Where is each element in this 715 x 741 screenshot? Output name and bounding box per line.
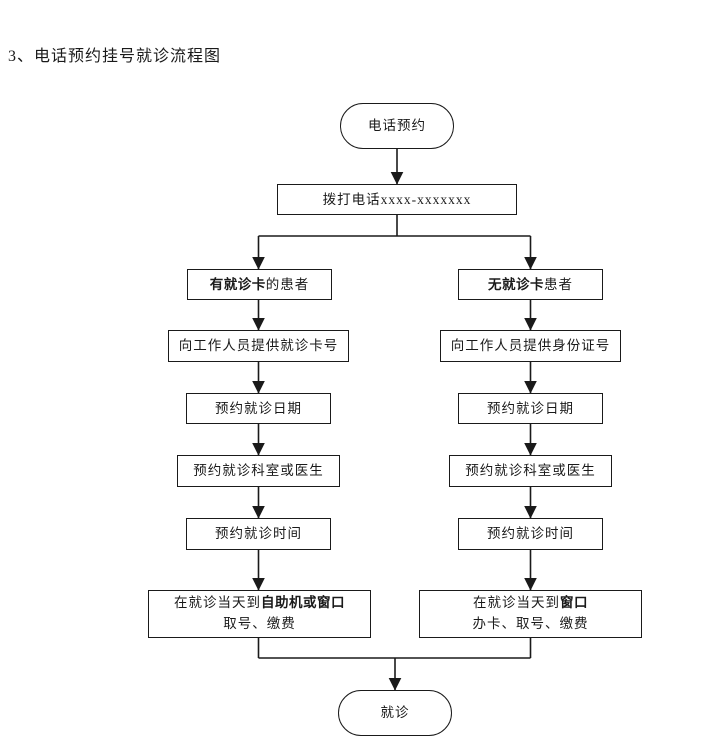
right-final-prefix: 在就诊当天到 [473, 595, 560, 611]
node-right-final-window: 在就诊当天到窗口 办卡、取号、缴费 [419, 590, 642, 638]
node-right-book-time: 预约就诊时间 [458, 518, 603, 550]
node-end-visit: 就诊 [338, 690, 452, 736]
node-left-book-time: 预约就诊时间 [186, 518, 331, 550]
left-final-bold: 自助机或窗口 [261, 595, 345, 611]
node-left-final-self-machine-window: 在就诊当天到自助机或窗口 取号、缴费 [148, 590, 371, 638]
node-start-phone-appointment: 电话预约 [340, 103, 454, 149]
node-right-book-dept-doctor: 预约就诊科室或医生 [449, 455, 612, 487]
right-final-bold: 窗口 [560, 595, 588, 611]
node-right-book-date: 预约就诊日期 [458, 393, 603, 424]
left-final-line1: 在就诊当天到自助机或窗口 [174, 593, 345, 614]
left-header-rest: 的患者 [265, 276, 310, 292]
node-left-has-card-patient: 有就诊卡的患者 [187, 269, 332, 300]
right-header-bold: 无就诊卡 [488, 276, 544, 292]
node-right-provide-id-number: 向工作人员提供身份证号 [440, 330, 621, 362]
node-left-book-date: 预约就诊日期 [186, 393, 331, 424]
left-final-prefix: 在就诊当天到 [174, 595, 261, 611]
right-header-rest: 患者 [544, 276, 573, 292]
page-title: 3、电话预约挂号就诊流程图 [8, 48, 222, 65]
right-final-line1: 在就诊当天到窗口 [473, 593, 588, 614]
left-header-bold: 有就诊卡 [209, 276, 266, 292]
left-final-line2: 取号、缴费 [223, 616, 296, 631]
node-right-no-card-patient: 无就诊卡患者 [458, 269, 603, 300]
node-dial-phone: 拨打电话xxxx-xxxxxxx [277, 184, 517, 215]
node-left-book-dept-doctor: 预约就诊科室或医生 [177, 455, 340, 487]
right-final-line2: 办卡、取号、缴费 [472, 616, 589, 631]
node-left-provide-card-number: 向工作人员提供就诊卡号 [168, 330, 349, 362]
